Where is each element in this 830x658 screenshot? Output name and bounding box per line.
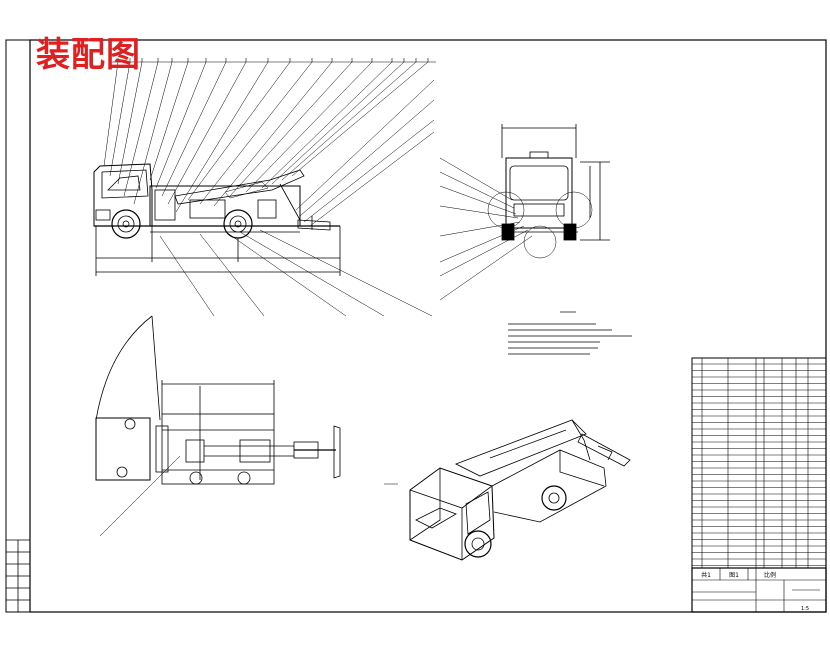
leader-lines-front	[439, 157, 533, 301]
binding-strip	[6, 539, 30, 612]
title-block-scale: 1:5	[801, 606, 809, 612]
tow-lift	[297, 219, 331, 231]
iso-cab	[409, 467, 495, 561]
title-block-label-1: 共1	[701, 571, 711, 579]
front-wheel	[111, 209, 141, 239]
tow-fork	[333, 425, 341, 479]
technical-notes	[508, 311, 632, 355]
title-block-label-3: 比例	[764, 571, 776, 579]
iso-rear-wheel	[541, 485, 567, 511]
swing-arc	[95, 315, 153, 421]
windshield	[509, 165, 569, 201]
iso-front-wheel	[464, 530, 492, 558]
leader-lines-top	[103, 61, 435, 317]
title-block-label-2: 图1	[729, 572, 739, 579]
inner-frame	[29, 39, 827, 613]
top-chassis	[161, 413, 275, 485]
parts-list	[691, 357, 827, 569]
side-view	[93, 163, 341, 276]
drawing-title-stamp: 装配图	[36, 35, 141, 75]
isometric-view	[384, 419, 631, 561]
title-block: 共1 图1 比例 1:5	[691, 567, 827, 613]
cab-window	[101, 169, 149, 199]
parts-list-rows	[692, 363, 826, 566]
front-view	[487, 124, 610, 259]
top-cab	[95, 417, 151, 481]
iso-tow-lift	[577, 433, 631, 467]
top-view	[95, 315, 341, 537]
balloon-row-top	[112, 58, 436, 63]
iso-boom	[455, 419, 587, 477]
iso-body	[491, 449, 607, 523]
